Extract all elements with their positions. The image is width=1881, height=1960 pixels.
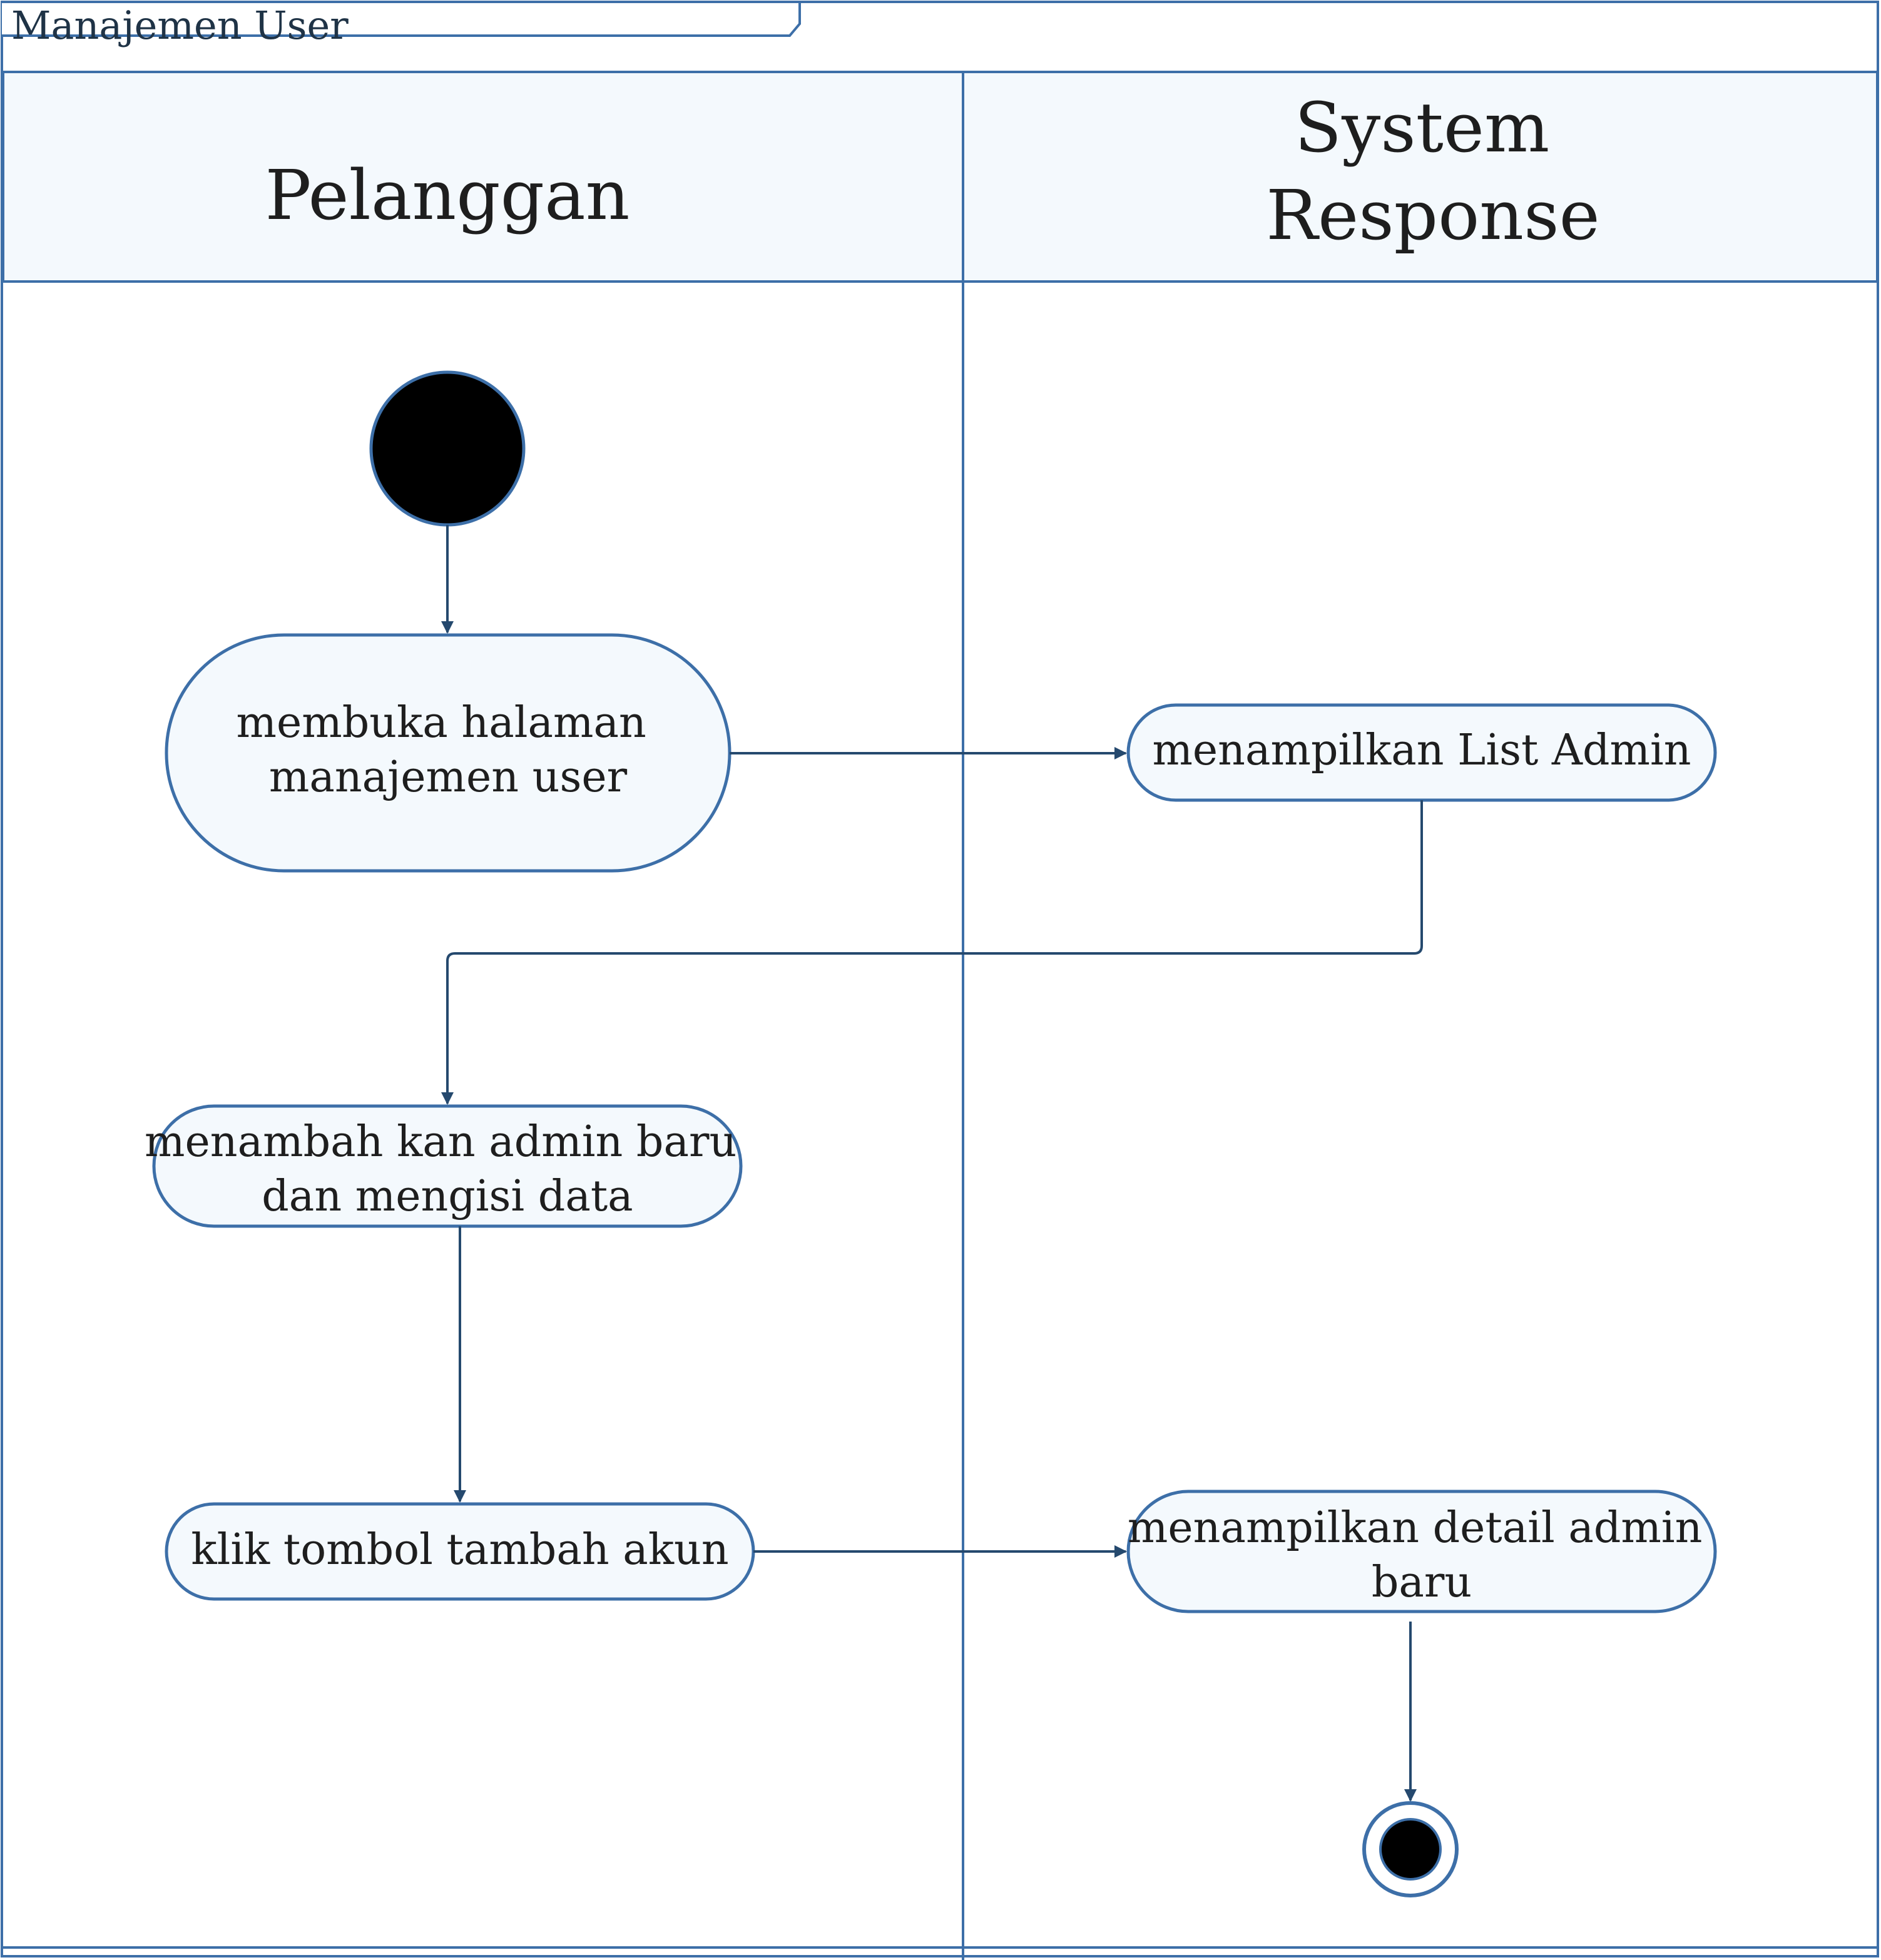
start-node: [369, 370, 526, 527]
lane-title-pelanggan: Pelanggan: [265, 155, 630, 235]
activity-click-add-account-label: klik tombol tambah akun: [191, 1525, 728, 1575]
activity-show-admin-list-label: menampilkan List Admin: [1152, 726, 1691, 775]
frame-title-tab: [2, 1, 801, 37]
activity-add-admin-label: menambah kan admin baru dan mengisi data: [145, 1117, 750, 1221]
lane-title-system: System Response: [1266, 88, 1599, 255]
flow-admin-list-to-add-admin: [441, 800, 1423, 1105]
activity-add-admin: [152, 1104, 743, 1228]
activity-show-admin-detail-label: menampilkan detail admin baru: [1128, 1503, 1716, 1607]
activity-open-page-label: membuka halaman manajemen user: [237, 698, 660, 802]
lane-header-pelanggan: [2, 71, 964, 283]
end-node-inner: [1379, 1818, 1442, 1881]
activity-show-admin-detail: [1126, 1490, 1717, 1613]
frame-title: Manajemen User: [11, 3, 349, 48]
